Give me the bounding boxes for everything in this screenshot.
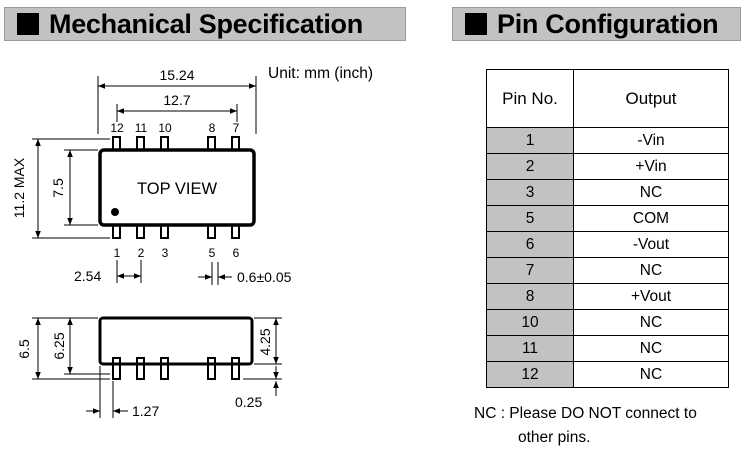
output-cell: -Vout [573, 231, 729, 258]
pin-config-title: Pin Configuration [497, 8, 719, 39]
dim-pin-span: 12.7 [163, 92, 190, 108]
top-pin-label: 10 [158, 121, 172, 135]
pin1-marker-dot [111, 208, 119, 216]
pin-no-cell: 7 [486, 257, 574, 284]
bottom-pin-label: 6 [233, 246, 240, 260]
pin-no-cell: 12 [486, 361, 574, 388]
table-row: 8+Vout [486, 283, 729, 310]
output-cell: +Vin [573, 153, 729, 180]
top-view-label: TOP VIEW [137, 180, 218, 198]
output-cell: NC [573, 309, 729, 336]
square-bullet-icon [465, 13, 487, 35]
dim-pitch: 2.54 [74, 268, 101, 284]
pin-no-cell: 2 [486, 153, 574, 180]
pin-no-cell: 6 [486, 231, 574, 258]
mechanical-spec-header: Mechanical Specification [4, 7, 406, 41]
square-bullet-icon [17, 13, 39, 35]
dim-pin-width: 0.6±0.05 [237, 269, 292, 285]
dim-height-max: 11.2 MAX [11, 157, 27, 218]
table-row: 2+Vin [486, 153, 729, 180]
bottom-pin-label: 1 [114, 246, 121, 260]
table-row: 1-Vin [486, 127, 729, 154]
top-pin-label: 8 [209, 121, 216, 135]
dim-body-thickness: 6.25 [51, 332, 67, 359]
output-cell: +Vout [573, 283, 729, 310]
pin-no-cell: 3 [486, 179, 574, 206]
bottom-pin-label: 2 [138, 246, 145, 260]
dim-overall-width: 15.24 [159, 67, 194, 83]
output-cell: -Vin [573, 127, 729, 154]
output-cell: NC [573, 257, 729, 284]
bottom-pin-label: 5 [209, 246, 216, 260]
module-body-top-view [98, 148, 256, 227]
bottom-pin-label: 3 [162, 246, 169, 260]
nc-note-line2: other pins. [518, 429, 591, 446]
output-cell: COM [573, 205, 729, 232]
top-pin-label: 7 [233, 121, 240, 135]
module-body-side-view [98, 316, 254, 366]
dim-body-height: 7.5 [50, 178, 66, 198]
dim-standoff-height: 4.25 [257, 328, 273, 355]
output-cell: NC [573, 335, 729, 362]
pin-no-cell: 5 [486, 205, 574, 232]
top-pin-label: 11 [135, 121, 148, 135]
pin-no-cell: 1 [486, 127, 574, 154]
pin-no-cell: 8 [486, 283, 574, 310]
dim-pin-offset: 1.27 [132, 403, 159, 419]
table-header-row: Pin No. Output [486, 69, 729, 128]
pin-no-cell: 11 [486, 335, 574, 362]
nc-note-line1: NC : Please DO NOT connect to [474, 405, 697, 422]
mechanical-drawing: 15.24 12.7 12 11 10 8 7 TOP VIEW 1 2 3 5… [11, 67, 292, 419]
unit-label: Unit: mm (inch) [268, 65, 374, 82]
mechanical-spec-title: Mechanical Specification [49, 8, 363, 39]
dim-standoff: 0.25 [235, 394, 262, 410]
top-pin-label: 12 [110, 121, 124, 135]
table-row: 6-Vout [486, 231, 729, 258]
output-cell: NC [573, 361, 729, 388]
header-output: Output [573, 69, 729, 128]
nc-note: NC : Please DO NOT connect to other pins… [474, 402, 697, 450]
pin-no-cell: 10 [486, 309, 574, 336]
dim-total-height: 6.5 [16, 339, 32, 359]
header-pin-no: Pin No. [486, 69, 574, 128]
pin-config-header: Pin Configuration [452, 7, 741, 41]
output-cell: NC [573, 179, 729, 206]
